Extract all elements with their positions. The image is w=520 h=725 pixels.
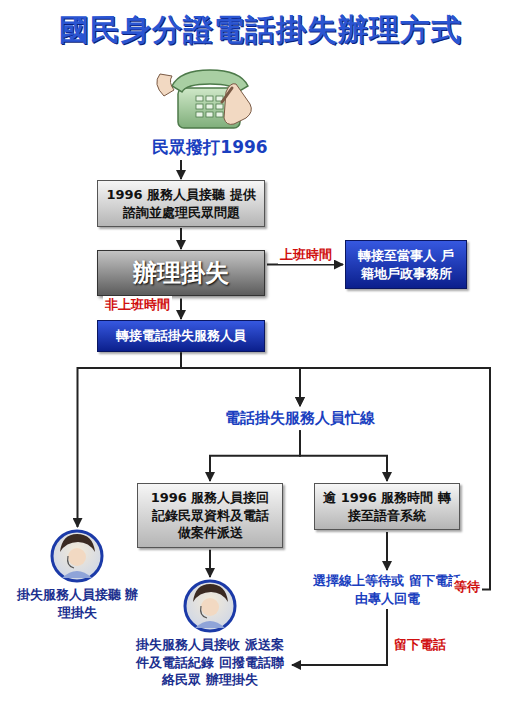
node-text: 電話掛失服務人員忙線 xyxy=(195,408,405,428)
process-box: 1996 服務人員接聽 提供諮詢並處理民眾問題 xyxy=(97,180,265,227)
diagram-title: 國民身分證電話掛失辦理方式 xyxy=(0,10,520,51)
operator-avatar xyxy=(52,531,102,581)
flow-arrow xyxy=(180,160,182,179)
phone-icon xyxy=(157,70,252,128)
transfer-box: 轉接至當事人 戶籍地戶政事務所 xyxy=(345,240,467,289)
edge-label: 留下電話 xyxy=(392,636,448,654)
flow-arrow xyxy=(300,368,490,590)
choice-text: 選擇線上等待或 留下電話由專人回電 xyxy=(312,572,462,607)
flow-arrow xyxy=(209,550,211,577)
flow-arrow xyxy=(292,609,387,665)
edge-label: 等待 xyxy=(452,578,482,596)
edge-label: 上班時間 xyxy=(278,246,334,264)
flow-arrow xyxy=(180,298,182,319)
flow-arrow xyxy=(181,353,300,406)
process-box: 逾 1996 服務時間 轉接至語音系統 xyxy=(314,483,460,530)
status-text: 電話掛失服務人員忙線 xyxy=(195,408,405,428)
node-text: 轉接電話掛失服務人員 xyxy=(104,327,258,345)
node-text: 1996 服務人員接回 記錄民眾資料及電話 做案件派送 xyxy=(144,489,276,542)
node-text: 民眾撥打1996 xyxy=(145,136,275,159)
operator-avatar xyxy=(185,581,235,631)
flow-arrow xyxy=(180,228,182,249)
main-process-box: 辦理掛失 xyxy=(97,250,265,296)
edge-label: 非上班時間 xyxy=(103,296,172,314)
node-text: 掛失服務人員接收 派送案件及電話紀錄 回撥電話聯絡民眾 辦理掛失 xyxy=(130,636,290,689)
flow-arrow xyxy=(386,532,388,570)
process-box: 1996 服務人員接回 記錄民眾資料及電話 做案件派送 xyxy=(137,483,283,548)
node-text: 掛失服務人員接聽 辦理掛失 xyxy=(15,586,140,621)
transfer-box: 轉接電話掛失服務人員 xyxy=(97,320,265,352)
node-text: 1996 服務人員接聽 提供諮詢並處理民眾問題 xyxy=(104,186,258,221)
operator-node: 掛失服務人員接收 派送案件及電話紀錄 回撥電話聯絡民眾 辦理掛失 xyxy=(130,578,290,689)
node-text: 辦理掛失 xyxy=(104,257,258,289)
flow-arrow xyxy=(210,430,300,481)
operator-node: 掛失服務人員接聽 辦理掛失 xyxy=(15,528,140,621)
node-text: 轉接至當事人 戶籍地戶政事務所 xyxy=(352,247,460,282)
caller-label: 民眾撥打1996 xyxy=(145,136,275,159)
node-text: 逾 1996 服務時間 轉接至語音系統 xyxy=(321,489,453,524)
node-text: 選擇線上等待或 留下電話由專人回電 xyxy=(312,572,462,607)
flow-arrow xyxy=(300,430,387,481)
